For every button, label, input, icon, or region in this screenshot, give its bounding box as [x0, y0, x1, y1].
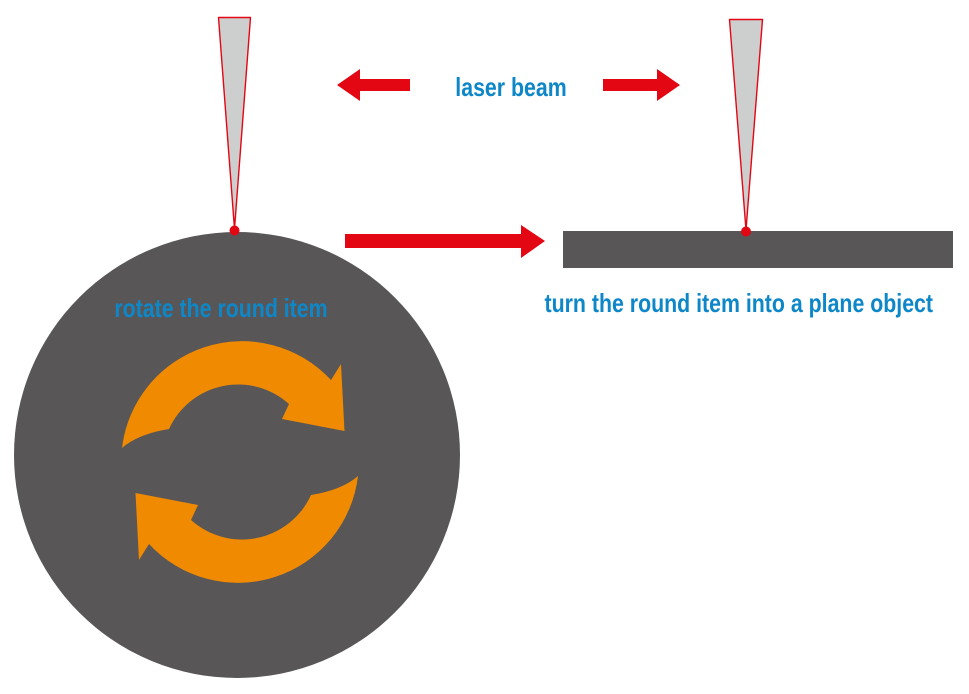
rotation-arrow-top-icon — [122, 341, 345, 448]
round-item-circle — [14, 232, 460, 678]
plane-object-rect — [563, 231, 953, 268]
rotate-round-item-label: rotate the round item — [114, 293, 328, 323]
laser-cone-left-icon — [217, 16, 252, 230]
rotation-arrow-bottom-icon — [135, 476, 358, 583]
turn-into-plane-label: turn the round item into a plane object — [544, 288, 934, 318]
beam-arrow-left-icon — [337, 69, 410, 101]
laser-cone-right-icon — [728, 18, 764, 231]
laser-spot-right-icon — [741, 226, 751, 237]
beam-arrow-right-icon — [603, 69, 680, 101]
laser-spot-left-icon — [229, 225, 240, 236]
laser-beam-label: laser beam — [455, 72, 567, 102]
transform-arrow-icon — [345, 225, 545, 258]
